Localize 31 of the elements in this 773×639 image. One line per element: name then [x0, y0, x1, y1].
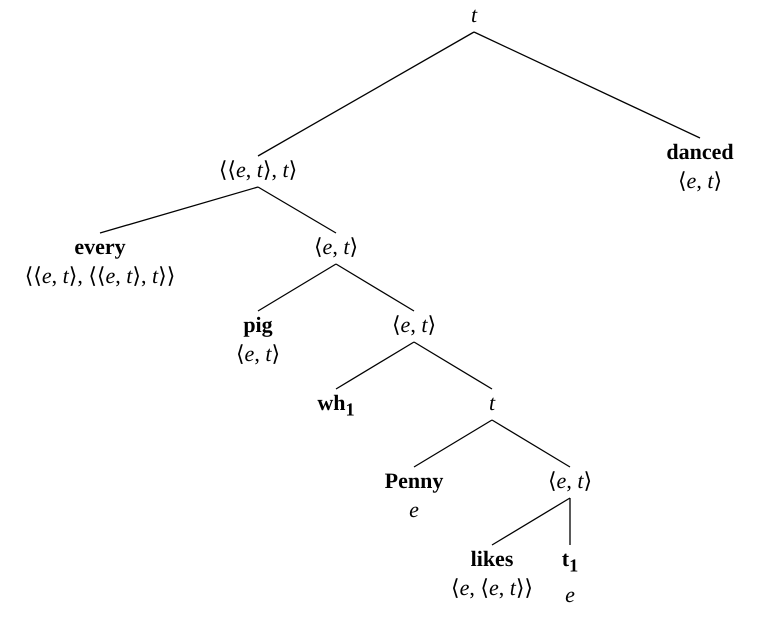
type-label: ⟨e, t⟩ — [678, 167, 722, 195]
type-label: ⟨e, t⟩ — [314, 233, 358, 261]
type-label: ⟨e, ⟨e, t⟩⟩ — [451, 574, 533, 602]
word-label: Penny — [384, 467, 444, 495]
branch-line — [492, 497, 570, 546]
type-label: ⟨e, t⟩ — [392, 311, 436, 339]
type-label: t — [488, 389, 496, 417]
word-label: pig — [243, 311, 273, 339]
type-label: e — [565, 581, 575, 610]
branch-line — [414, 341, 492, 390]
word-label: every — [74, 233, 126, 261]
branch-line — [258, 31, 474, 157]
word-label: t$_{1}$ — [562, 545, 578, 578]
branch-line — [336, 263, 414, 312]
type-label: ⟨e, t⟩ — [236, 340, 280, 368]
branch-line — [258, 186, 336, 234]
branch-line — [492, 419, 570, 468]
type-label: t — [470, 1, 478, 29]
word-label: wh$_{1}$ — [317, 389, 355, 422]
branch-line — [569, 498, 571, 545]
word-label: danced — [666, 138, 734, 166]
branch-line — [100, 186, 258, 234]
type-label: e — [409, 496, 419, 524]
type-label: ⟨⟨e, t⟩, ⟨⟨e, t⟩, t⟩⟩ — [24, 262, 176, 290]
branch-line — [474, 31, 700, 139]
branch-line — [414, 419, 492, 468]
type-label: ⟨⟨e, t⟩, t⟩ — [218, 156, 298, 184]
word-label: likes — [470, 545, 514, 573]
branch-line — [336, 341, 414, 390]
type-label: ⟨e, t⟩ — [548, 467, 592, 495]
branch-line — [258, 263, 336, 312]
